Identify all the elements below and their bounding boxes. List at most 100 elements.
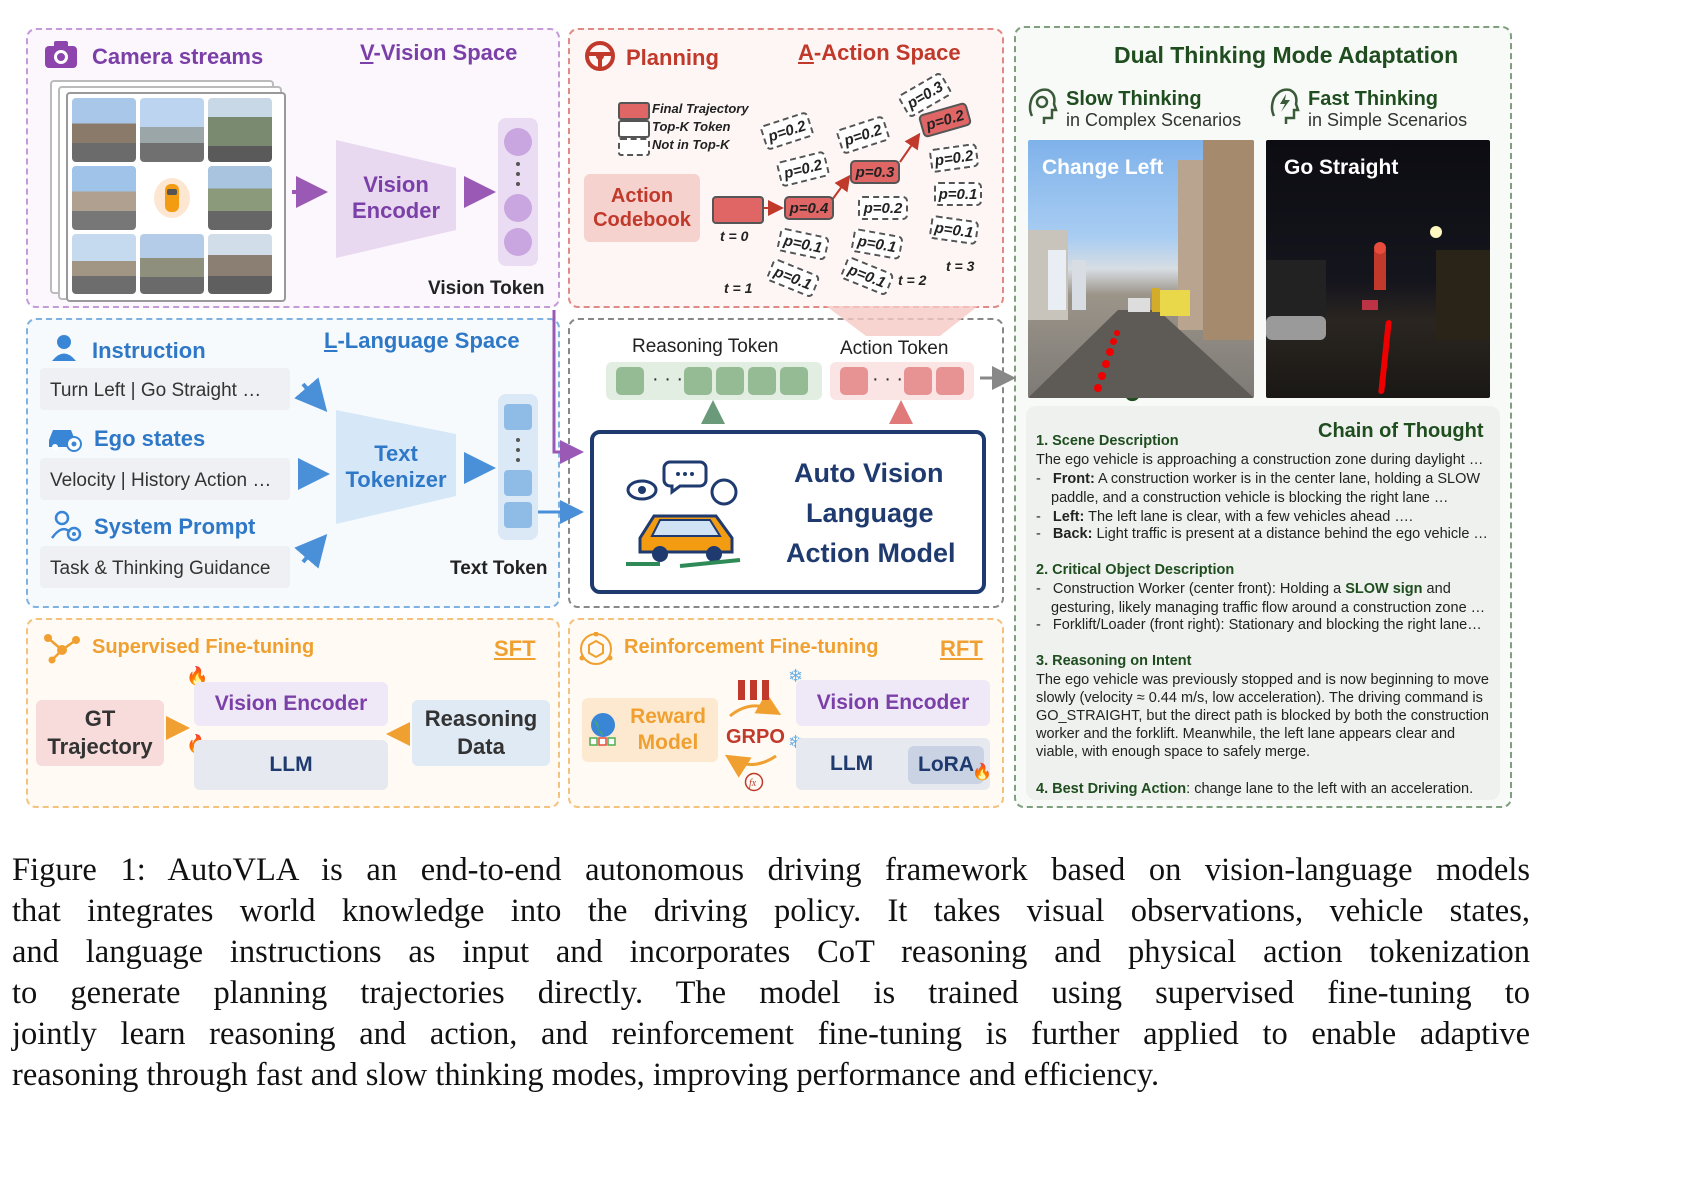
action-space-letter: A [798,40,814,65]
caption-line-5: jointly learn reasoning and action, and … [12,1016,1530,1052]
cot-s2-l1c: and [1422,581,1451,597]
lora: LoRA [908,746,984,784]
reasoning-token [716,367,744,395]
scene-image-go-straight [1266,140,1490,398]
cot-section-2-title: 2. Critical Object Description [1036,561,1234,580]
text-token-ellipsis [516,438,520,442]
cot-s4-title: 4. Best Driving Action [1036,781,1187,797]
ego-states-text: Velocity | History Action … [50,470,272,491]
cot-s3-line: GO_STRAIGHT, but the direct path is bloc… [1036,708,1489,724]
camera-front-right [208,98,272,162]
vision-token-label: Vision Token [428,278,545,299]
cot-s1-left: - Left: The left lane is clear, with a f… [1036,509,1413,525]
steering-wheel-icon [584,40,616,72]
cot-s3-title: 3. Reasoning on Intent [1036,653,1192,669]
time-label-t3: t = 3 [946,258,975,274]
trajectory-dot [1110,338,1117,345]
legend-topk-label: Top-K Token [652,119,731,134]
trajectory-dot [1098,372,1106,380]
cube-network-icon [578,631,614,666]
action-token-ellipsis: · · · [872,368,904,390]
cot-s3-line: viable, with enough space to safely merg… [1036,744,1311,760]
reasoning-token [780,367,808,395]
trajectory-dot [1106,348,1114,356]
vision-token [504,128,532,156]
cot-s1-front-2: paddle, and a construction vehicle is bl… [1051,490,1449,506]
action-token [904,367,932,395]
cot-s1-back: - Back: Light traffic is present at a di… [1036,526,1488,542]
caption-line-1: Figure 1: AutoVLA is an end-to-end auton… [12,852,1530,888]
car-with-icons [620,452,760,572]
model-name-line1: Auto Vision [794,458,944,488]
action-token-label: Action Token [840,338,949,359]
text-token [504,470,532,496]
camera-back [140,234,204,294]
reasoning-token-label: Reasoning Token [632,336,779,357]
model-name-line3: Action Model [786,538,956,568]
network-icon [42,632,80,664]
brain-bolt-icon [1268,86,1300,126]
action-codebook: Action Codebook [584,174,700,242]
cot-back-key: Back: [1052,526,1093,542]
dual-thinking-title: Dual Thinking Mode Adaptation [1114,42,1459,68]
grpo-label: GRPO [726,726,785,748]
slow-thinking-sub: in Complex Scenarios [1066,110,1242,130]
rft-llm-label: LLM [830,752,874,775]
globe-icon [588,712,618,748]
vision-arrows [166,132,1152,778]
legend-final-label: Final Trajectory [652,101,749,116]
cot-s2-line3: - Forklift/Loader (front right): Station… [1036,617,1482,633]
cot-section-4: 4. Best Driving Action: change lane to t… [1036,780,1473,799]
cot-back-value: Light traffic is present at a distance b… [1092,526,1488,542]
legend-not-topk-label: Not in Top-K [652,137,730,152]
trajectory-dot [1114,330,1120,336]
reasoning-token [616,367,644,395]
cot-s3-line: The ego vehicle was previously stopped a… [1036,672,1489,688]
cot-s1-front: - Front: A construction worker is in the… [1036,471,1481,487]
car-gear-icon [46,422,82,452]
cot-s2-l1b: SLOW sign [1345,581,1423,597]
text-token [504,502,532,528]
reasoning-token [684,367,712,395]
fire-icon: 🔥 [186,666,209,686]
sft-llm: LLM [194,740,388,790]
time-label-t2: t = 2 [898,272,927,288]
vision-token-ellipsis [516,162,520,166]
ego-states-box [40,458,290,500]
system-prompt-text: Task & Thinking Guidance [50,558,271,579]
action-space-suffix: -Action Space [813,40,961,65]
prob-token-selected: p=0.3 [850,160,900,184]
text-token-column [498,394,538,540]
trajectory-dot [1094,384,1102,392]
cot-front-key: Front: [1052,471,1095,487]
cot-s2-l1a: Construction Worker (center front): Hold… [1052,581,1346,597]
system-prompt-icon [50,510,82,542]
model-name-line2: Language [806,498,934,528]
vision-space-label: V-Vision Space [360,40,517,66]
action-token [840,367,868,395]
text-tokenizer: Text Tokenizer [345,441,447,492]
time-label-t0: t = 0 [720,228,749,244]
rft-tag: RFT [940,636,983,661]
camera-front [140,98,204,162]
language-space-letter: L [324,328,338,353]
action-space-label: A-Action Space [798,40,961,66]
vision-token [504,194,532,222]
cot-s2-title: 2. Critical Object Description [1036,562,1235,578]
language-space-suffix: -Language Space [337,328,520,353]
vision-token-column [498,118,538,266]
slow-thinking-title: Slow Thinking [1066,88,1202,110]
reasoning-token-ellipsis: · · · [652,368,684,390]
reasoning-token [748,367,776,395]
action-token-t0 [712,196,764,224]
vision-token [504,228,532,256]
legend-final-swatch [618,102,650,120]
brain-gear-icon [1026,86,1058,126]
sft-tag: SFT [494,636,536,661]
action-token [936,367,964,395]
reasoning-data: Reasoning Data [412,700,550,766]
go-straight-label: Go Straight [1284,156,1399,179]
prob-token: p=0.2 [858,196,908,220]
function-icon: fx [744,772,764,792]
cot-left-key: Left: [1052,509,1085,525]
